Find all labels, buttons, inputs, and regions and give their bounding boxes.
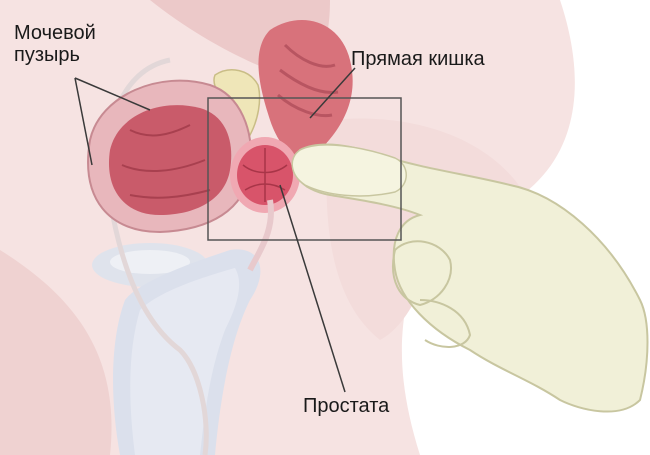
rectum-label: Прямая кишка — [351, 48, 485, 70]
bladder-label-line2: пузырь — [14, 44, 80, 66]
bladder-label-line1: Мочевой — [14, 22, 96, 44]
prostate-label: Простата — [303, 395, 389, 417]
